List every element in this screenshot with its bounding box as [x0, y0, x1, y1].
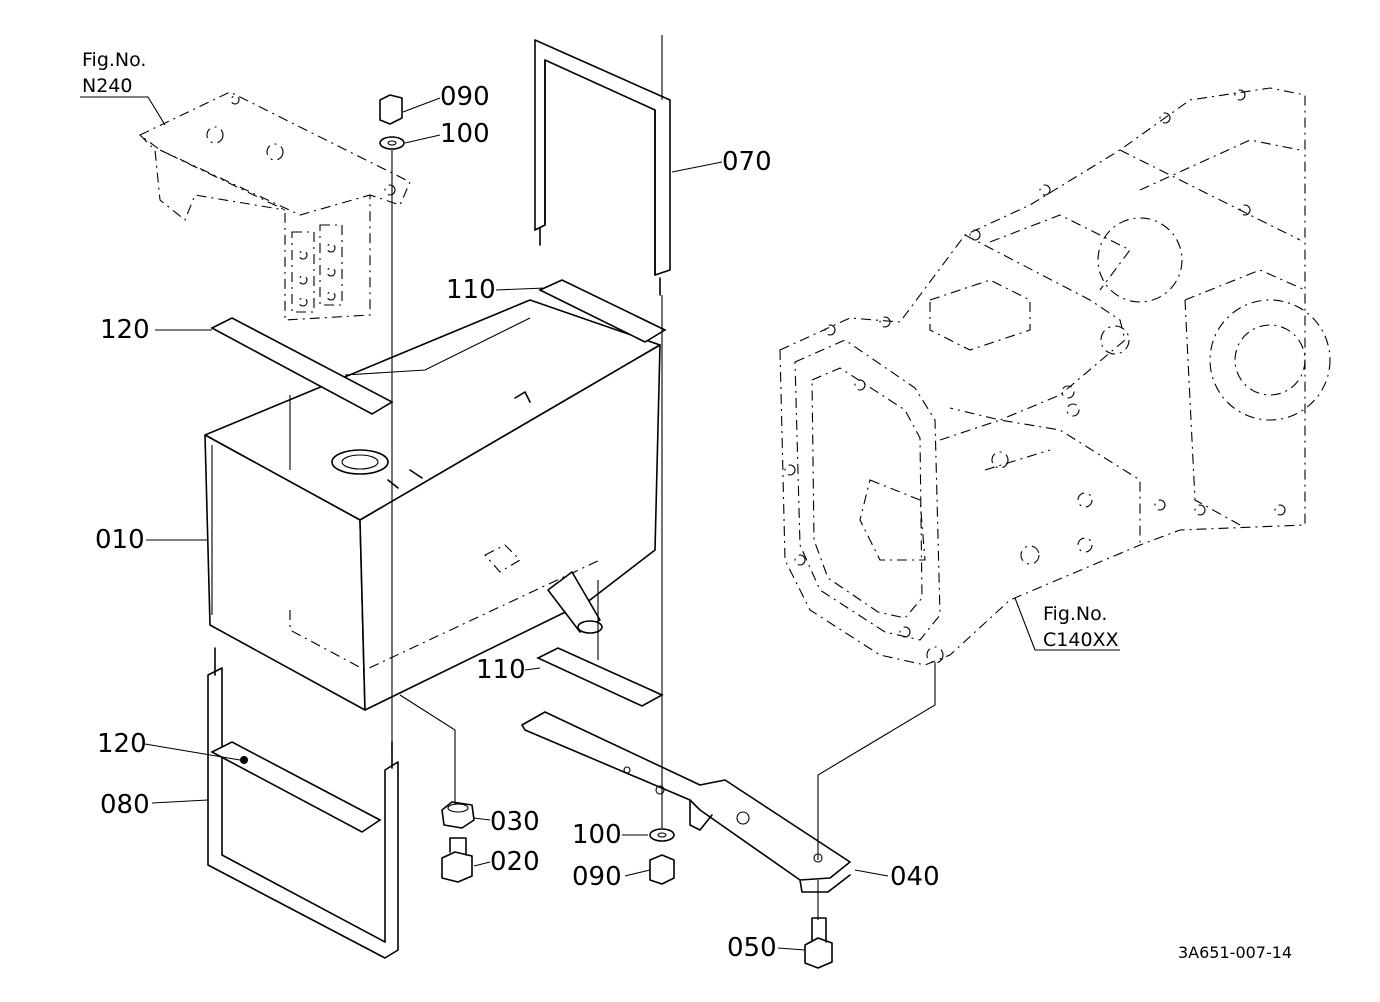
label-part-020: 020	[490, 847, 540, 877]
fasteners	[379, 94, 833, 969]
label-part-070: 070	[722, 147, 772, 177]
label-part-100-top: 100	[440, 119, 490, 149]
label-part-110-bottom: 110	[476, 655, 526, 685]
fig-ref-number-bracket: N240	[82, 75, 132, 97]
label-part-050: 050	[727, 933, 777, 963]
leader-lines	[80, 96, 1120, 951]
figure-references: Fig.No. N240 Fig.No. C140XX	[82, 49, 1119, 651]
label-part-120-top: 120	[100, 315, 150, 345]
label-part-120-bottom: 120	[97, 729, 147, 759]
mounting-bracket	[138, 91, 411, 321]
label-part-040: 040	[890, 862, 940, 892]
fuel-tank	[204, 299, 661, 711]
fig-ref-label-housing: Fig.No.	[1043, 603, 1107, 625]
label-part-030: 030	[490, 807, 540, 837]
tank-strap-upper	[534, 35, 671, 296]
fig-ref-label-bracket: Fig.No.	[82, 49, 146, 71]
drawing-code: 3A651-007-14	[1178, 943, 1292, 962]
label-part-090-bottom: 090	[572, 862, 622, 892]
label-part-090-top: 090	[440, 82, 490, 112]
fig-ref-number-housing: C140XX	[1043, 629, 1119, 651]
label-part-010: 010	[95, 525, 145, 555]
label-part-080: 080	[100, 790, 150, 820]
part-labels: 090 100 070 110 120 010 110 120 080 030 …	[95, 82, 940, 963]
support-frame	[521, 711, 851, 893]
transmission-housing	[779, 87, 1331, 666]
rubber-pads	[210, 279, 667, 833]
label-part-110-top: 110	[446, 275, 496, 305]
label-part-100-bottom: 100	[572, 820, 622, 850]
